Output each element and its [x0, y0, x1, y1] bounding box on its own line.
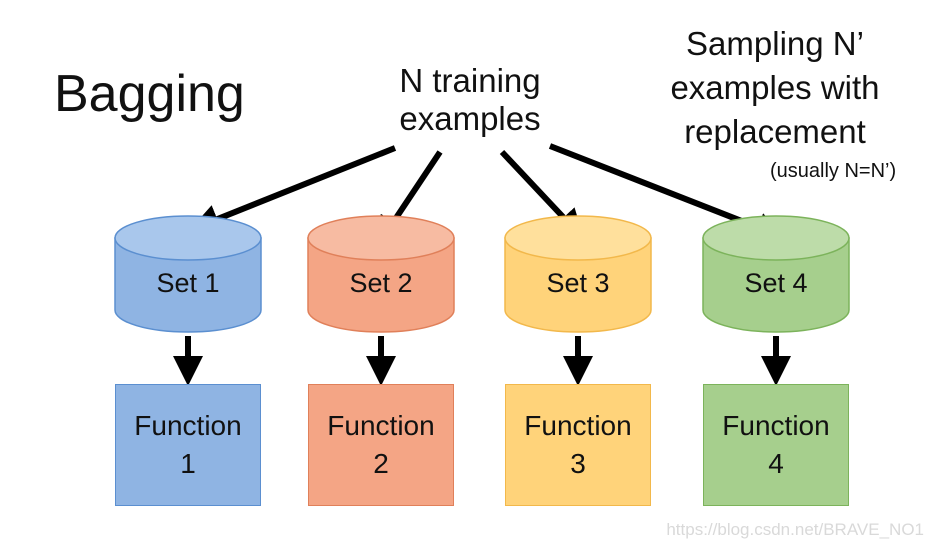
diagram-title: Bagging	[54, 65, 245, 123]
set-4-cylinder-top	[702, 215, 850, 261]
set-1-cylinder-top	[114, 215, 262, 261]
set-2-label: Set 2	[349, 268, 413, 298]
set-3-cylinder	[504, 237, 652, 333]
examples-to-set-1-arrow	[189, 145, 397, 234]
set-3-cylinder-top	[504, 215, 652, 261]
set-1-label: Set 1	[156, 268, 220, 298]
set-4-label: Set 4	[744, 268, 808, 298]
set-4-cylinder	[702, 237, 850, 333]
set-1-cylinder	[114, 237, 262, 333]
set-2-cylinder	[307, 237, 455, 333]
set-3-label: Set 3	[546, 268, 610, 298]
set-2-cylinder-top	[307, 215, 455, 261]
sampling-note: (usually N=N’)	[770, 160, 897, 182]
watermark: https://blog.csdn.net/BRAVE_NO1	[666, 520, 924, 539]
